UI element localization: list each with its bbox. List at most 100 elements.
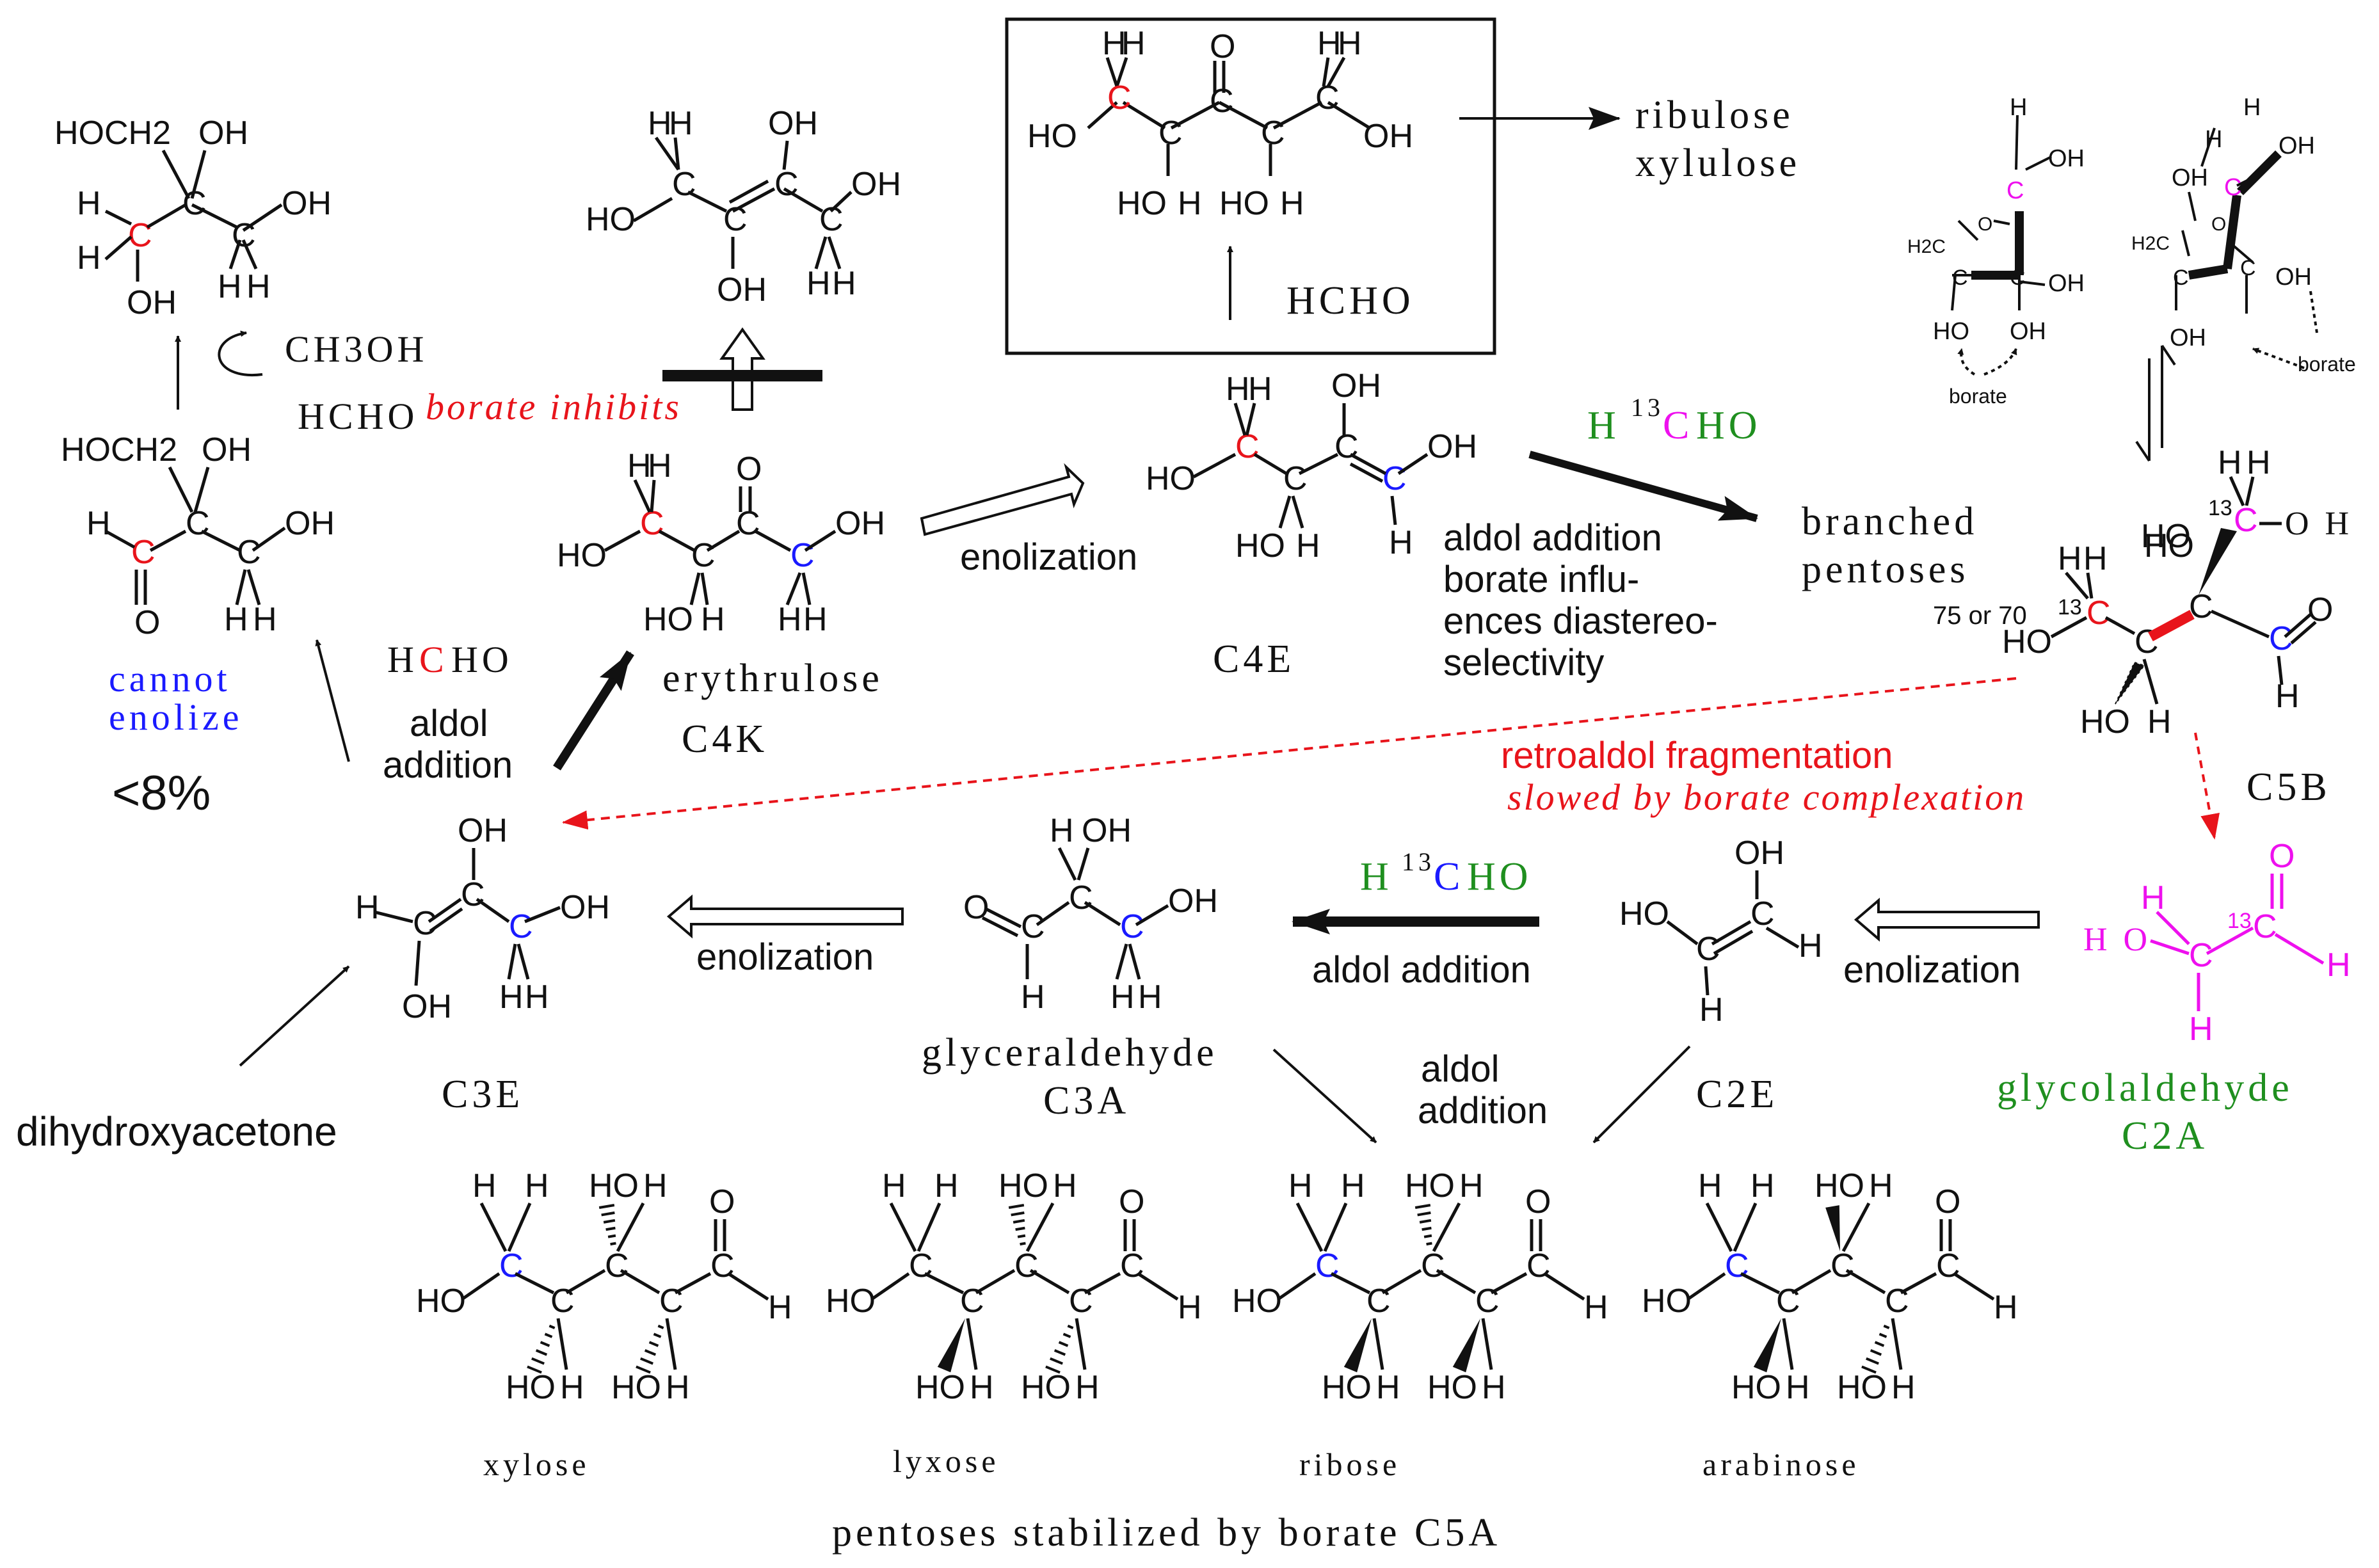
bond	[644, 1349, 657, 1356]
atom-h: H	[1296, 527, 1320, 564]
atom-c: C	[413, 905, 437, 942]
bond	[531, 1357, 545, 1365]
atom-c-blue: C	[499, 1247, 524, 1284]
atom-o: O	[1978, 214, 1992, 235]
bond	[1866, 1357, 1879, 1365]
atom-oh: OH	[2048, 145, 2085, 172]
atom-h: H	[2205, 126, 2222, 153]
atom-ho: HO	[1232, 1283, 1282, 1320]
erythrulose-structure: H H C HO C O C C OH HO H H H	[557, 447, 885, 638]
atom-c: C	[550, 1283, 575, 1320]
bond	[1058, 1341, 1069, 1347]
bond	[889, 1202, 917, 1252]
bond	[1481, 1318, 1493, 1370]
atom-h: H	[2058, 540, 2082, 577]
borate-inhibits-label: borate inhibits	[426, 386, 682, 428]
bond	[1426, 1242, 1432, 1246]
atom-h: H	[355, 889, 380, 926]
atom-h: H	[1121, 25, 1146, 62]
atom-h: H	[1178, 1289, 1202, 1326]
c3e-label: C3E	[442, 1073, 524, 1116]
atom-h: H	[2083, 540, 2108, 577]
bond	[1432, 1202, 1461, 1252]
atom-o: O	[709, 1183, 735, 1220]
atom-h: H	[2218, 444, 2242, 481]
atom-c: C	[819, 201, 844, 238]
bond	[924, 1272, 965, 1295]
atom-ho: HO	[2080, 703, 2130, 740]
bold-arrow-to-erythrulose	[553, 650, 634, 771]
bond	[640, 1357, 653, 1365]
atom-c-red: C	[2087, 595, 2111, 632]
atom-ho: HO	[589, 1167, 639, 1204]
atom-ho: HO	[1837, 1369, 1887, 1406]
atom-h-magenta: H	[2189, 1011, 2213, 1048]
atom-h: H	[1869, 1167, 1893, 1204]
glyceraldehyde-structure: H OH O C C C OH H H H	[963, 812, 1218, 1016]
atom-c: C	[960, 1283, 984, 1320]
bond	[917, 1202, 941, 1252]
bond	[1953, 1272, 1995, 1301]
atom-oh: OH	[458, 812, 508, 849]
atom-h: H	[1584, 1289, 1608, 1326]
atom-hoch2: HOCH2	[61, 431, 177, 468]
atom-h: H	[77, 239, 101, 276]
bond	[598, 1204, 615, 1209]
c5b-label: C5B	[2247, 765, 2331, 809]
bond	[1295, 1202, 1324, 1252]
h13cho-mid-ho: HO	[1467, 855, 1532, 899]
atom-oh: OH	[2010, 318, 2046, 345]
hcho-mid-h: H	[387, 639, 418, 680]
atom-h: H	[648, 447, 672, 484]
glycolaldehyde-label: glycolaldehyde	[1997, 1066, 2293, 1110]
atom-ho: HO	[2144, 527, 2194, 564]
atom-h: H	[525, 979, 549, 1016]
bond	[1067, 1324, 1074, 1329]
c4e-label: C4E	[1213, 637, 1295, 681]
atom-c: C	[1014, 1247, 1039, 1284]
atom-h: H	[253, 601, 277, 638]
bond	[1053, 1349, 1066, 1356]
atom-oh: OH	[2172, 164, 2208, 191]
atom-c: C	[1750, 895, 1775, 932]
bond	[1791, 1268, 1832, 1295]
atom-c: C	[672, 166, 696, 203]
atom-c: C	[1069, 1283, 1093, 1320]
atom-c: C	[1696, 931, 1720, 968]
atom-oh: OH	[1363, 118, 1413, 155]
atom-c: C	[461, 876, 485, 913]
atom-o: O	[2211, 214, 2226, 235]
atom-c-red: C	[128, 217, 152, 254]
branched-label: branched	[1802, 500, 1978, 543]
bond	[527, 1365, 542, 1374]
bond	[1084, 1272, 1121, 1295]
atom-c: C	[1021, 908, 1045, 945]
bond	[1013, 1219, 1025, 1224]
atom-c: C	[774, 166, 799, 203]
atom-h: H	[1288, 1167, 1313, 1204]
atom-ho: HO	[1642, 1283, 1692, 1320]
atom-ho: HO	[826, 1283, 876, 1320]
aldol-borate-2: borate influ-	[1443, 559, 1639, 600]
bond	[1029, 1268, 1070, 1295]
atom-hoch2: HOCH2	[54, 115, 171, 152]
atom-o: O	[1119, 1183, 1144, 1220]
atom-h: H	[1102, 25, 1126, 62]
atom-h-magenta: H	[2327, 947, 2351, 984]
atom-ho: HO	[1427, 1369, 1477, 1406]
atom-c-red: C	[1107, 79, 1132, 116]
atom-ho: HO	[1322, 1369, 1372, 1406]
highlight-box	[1005, 17, 1496, 355]
bond	[1891, 1318, 1903, 1370]
wedge-bond	[1343, 1318, 1372, 1373]
footer-label: pentoses stabilized by borate C5A	[832, 1511, 1501, 1555]
atom-h: H	[1338, 25, 1362, 62]
atom-c: C	[1526, 1247, 1551, 1284]
atom-13: 13	[2208, 496, 2232, 520]
atom-h: H	[803, 601, 828, 638]
atom-c: C	[1776, 1283, 1800, 1320]
c2e-enediol-structure: OH HO C C H H	[1619, 835, 1823, 1028]
atom-h: H	[1798, 927, 1823, 964]
atom-h: H	[669, 105, 693, 142]
